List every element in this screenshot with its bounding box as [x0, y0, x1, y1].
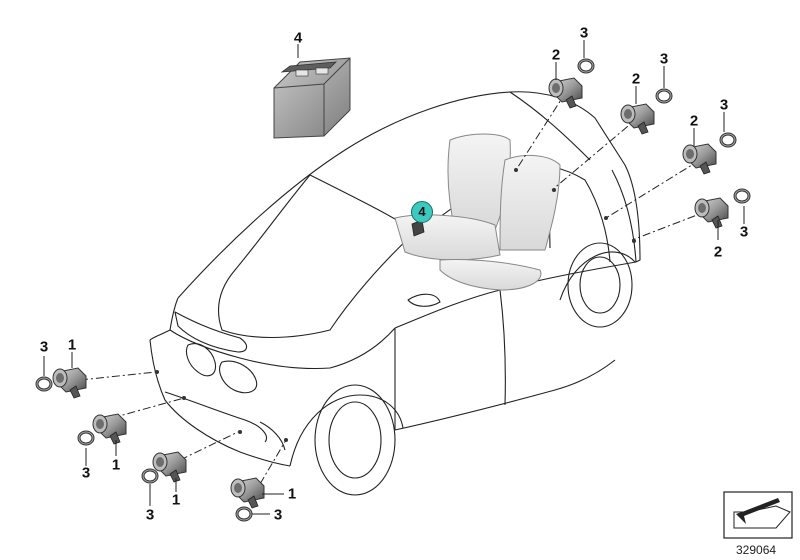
callout-3: 3: [39, 338, 49, 356]
callout-leaders: [43, 40, 745, 515]
front-ring-center-left: [77, 430, 95, 446]
front-sensor-right: [230, 477, 265, 509]
callout-3: 3: [273, 506, 283, 524]
mount-points: [155, 168, 636, 442]
rear-ring-1: [577, 58, 595, 74]
rear-sensor-4: [694, 197, 729, 229]
callout-1: 1: [111, 456, 121, 474]
front-ring-left: [35, 376, 53, 392]
callout-1: 1: [287, 485, 297, 503]
reference-number: 329064: [736, 543, 777, 557]
rear-ring-2: [655, 88, 673, 104]
front-ring-center-right: [141, 468, 159, 484]
car-outline: [149, 91, 641, 496]
callout-3: 3: [659, 50, 669, 68]
rear-sensor-2: [620, 103, 655, 135]
front-ring-right: [235, 506, 253, 522]
callout-1: 1: [67, 336, 77, 354]
reference-icon-box: [723, 491, 793, 539]
callout-4: 4: [293, 29, 303, 47]
rear-ring-4: [733, 188, 751, 204]
leader-lines: [79, 91, 711, 485]
front-sensor-center-left: [92, 413, 127, 445]
callout-2: 2: [551, 46, 561, 64]
rear-seats: [394, 133, 561, 291]
rear-sensor-3: [682, 143, 717, 175]
callout-2: 2: [713, 243, 723, 261]
rear-ring-3: [719, 132, 737, 148]
callout-3: 3: [719, 96, 729, 114]
control-unit-part: [273, 57, 351, 139]
callout-3: 3: [81, 464, 91, 482]
highlight-badge-4[interactable]: 4: [411, 201, 433, 223]
rear-sensor-1: [548, 77, 583, 109]
callout-2: 2: [689, 112, 699, 130]
callout-3: 3: [145, 506, 155, 524]
front-sensor-left: [52, 367, 87, 399]
callout-3: 3: [739, 223, 749, 241]
callout-3: 3: [579, 24, 589, 42]
callout-1: 1: [171, 491, 181, 509]
callout-2: 2: [631, 70, 641, 88]
